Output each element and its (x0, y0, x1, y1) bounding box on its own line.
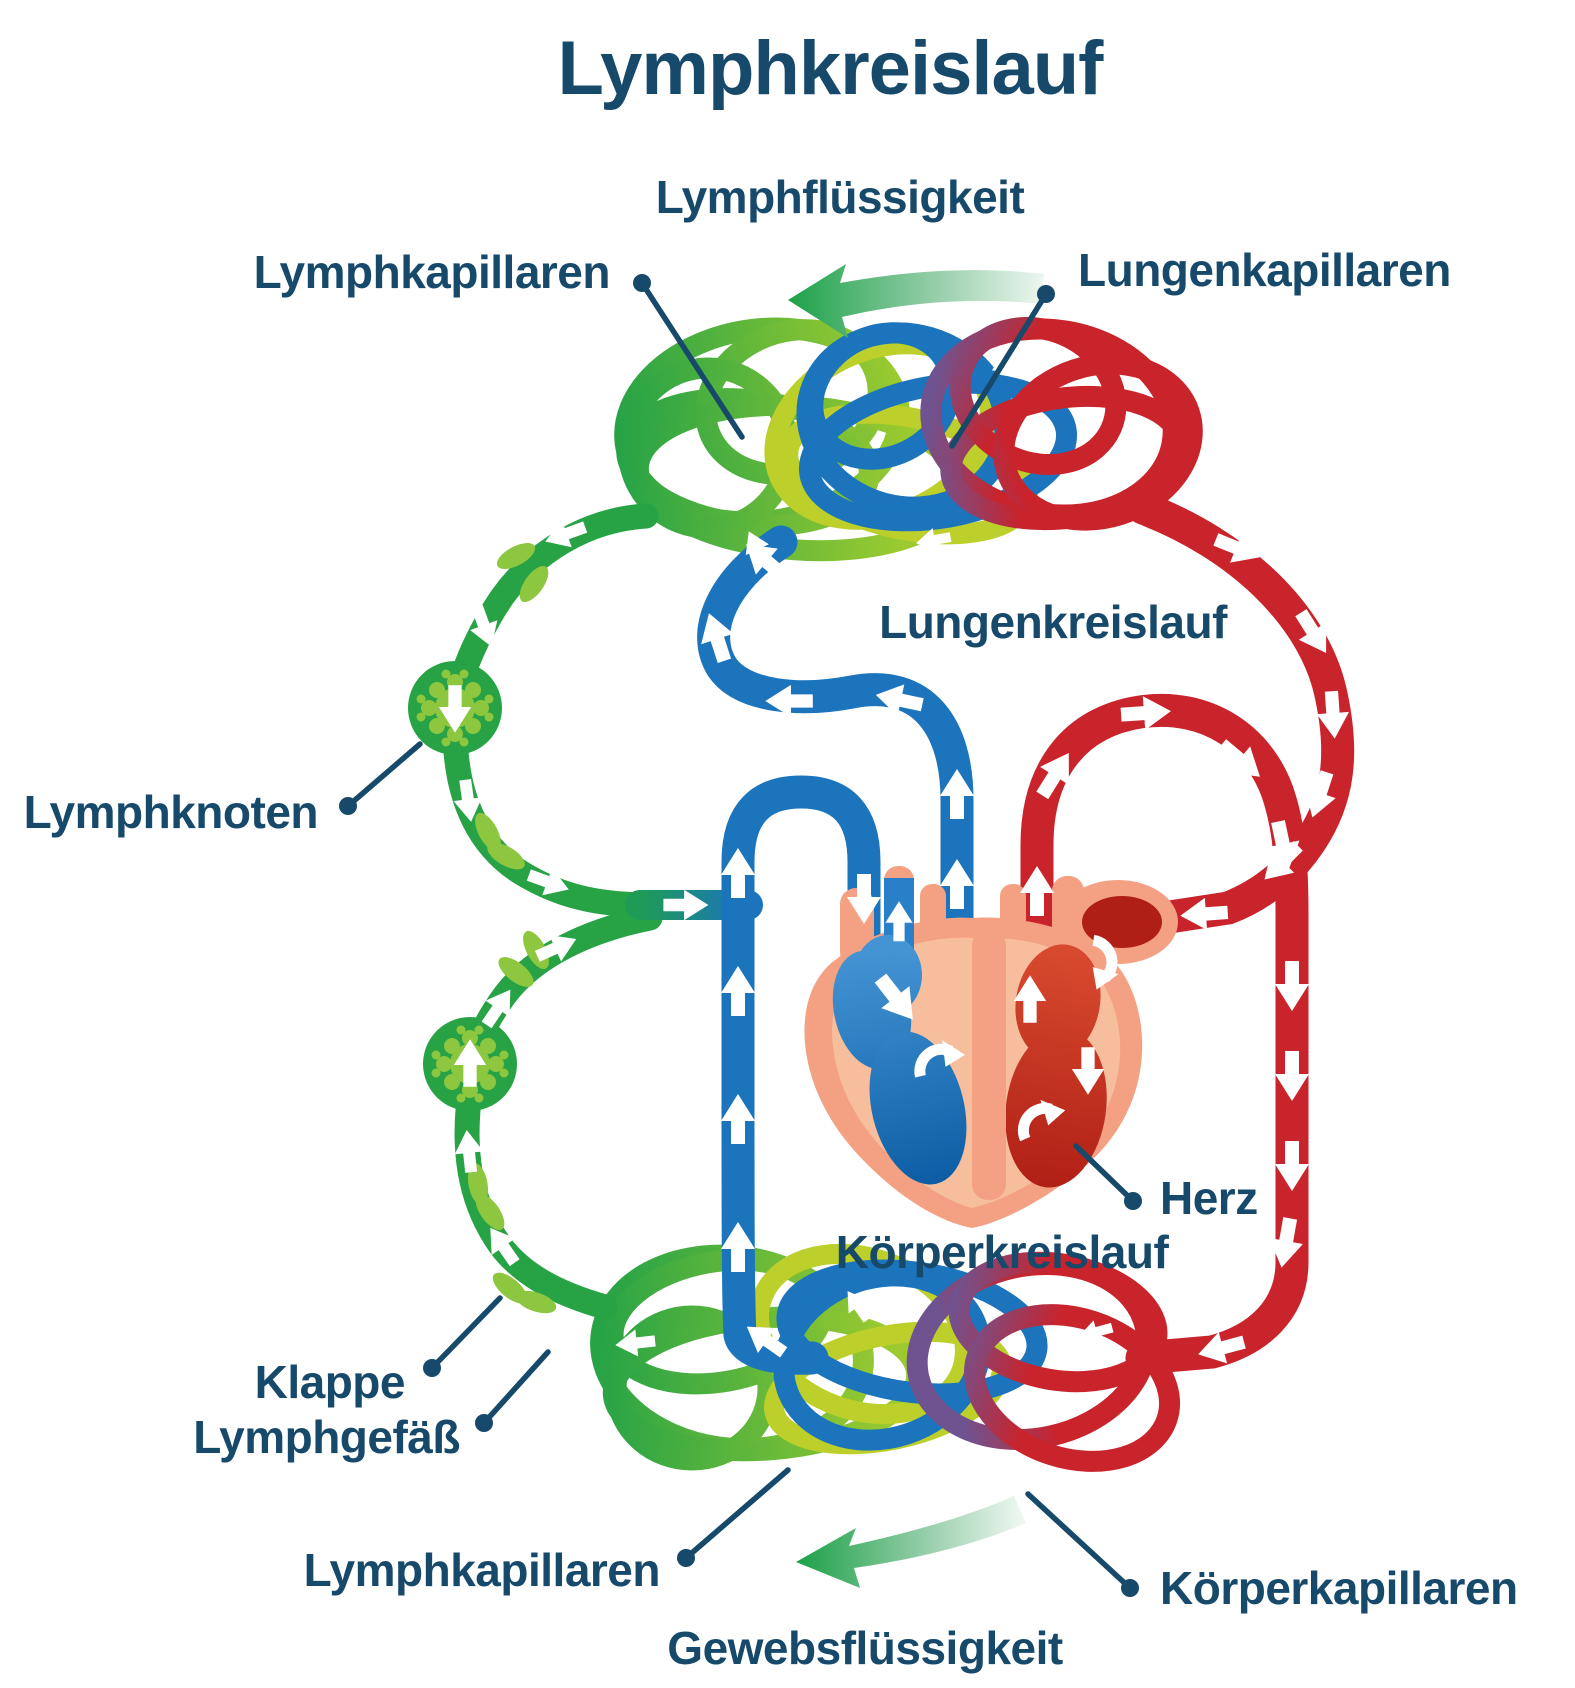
label-body-capillaries: Körperkapillaren (1160, 1562, 1518, 1614)
red-vessels (1020, 491, 1355, 1375)
tissue-fluid-arrow-bottom (796, 1496, 1026, 1588)
leader-body-capillaries (1025, 1491, 1133, 1591)
label-lymph-fluid: Lymphflüssigkeit (655, 171, 1025, 223)
top-capillary-network (614, 316, 1203, 562)
aorta (1020, 693, 1309, 1375)
leader-lung-capillaries (949, 291, 1049, 449)
label-lymph-node: Lymphknoten (23, 786, 319, 838)
label-valve: Klappe (254, 1356, 406, 1408)
leader-lymph-vessel (481, 1349, 551, 1426)
leader-heart (1073, 1143, 1136, 1204)
label-lymph-capillaries-top: Lymphkapillaren (253, 246, 611, 298)
leader-dots (339, 274, 1142, 1597)
label-tissue-fluid: Gewebsflüssigkeit (667, 1622, 1063, 1674)
label-heart: Herz (1160, 1172, 1258, 1224)
page-title: Lymphkreislauf (557, 26, 1104, 111)
heart (804, 866, 1178, 1228)
label-systemic-circulation: Körperkreislauf (835, 1226, 1169, 1278)
label-lung-capillaries: Lungenkapillaren (1078, 244, 1451, 296)
label-pulmonary-circulation: Lungenkreislauf (879, 596, 1227, 648)
leader-lymph-capillaries-bottom (683, 1467, 791, 1561)
label-lymph-capillaries-bottom: Lymphkapillaren (303, 1544, 661, 1596)
leader-lymph-node (345, 741, 423, 809)
tissue-fluid-arrow-top (788, 264, 1044, 338)
leader-lines (345, 280, 1136, 1591)
bottom-capillary-network (590, 1243, 1181, 1472)
leader-valve (429, 1295, 503, 1371)
label-lymph-vessel: Lymphgefäß (193, 1411, 460, 1463)
leader-lymph-capillaries-top (639, 280, 745, 440)
